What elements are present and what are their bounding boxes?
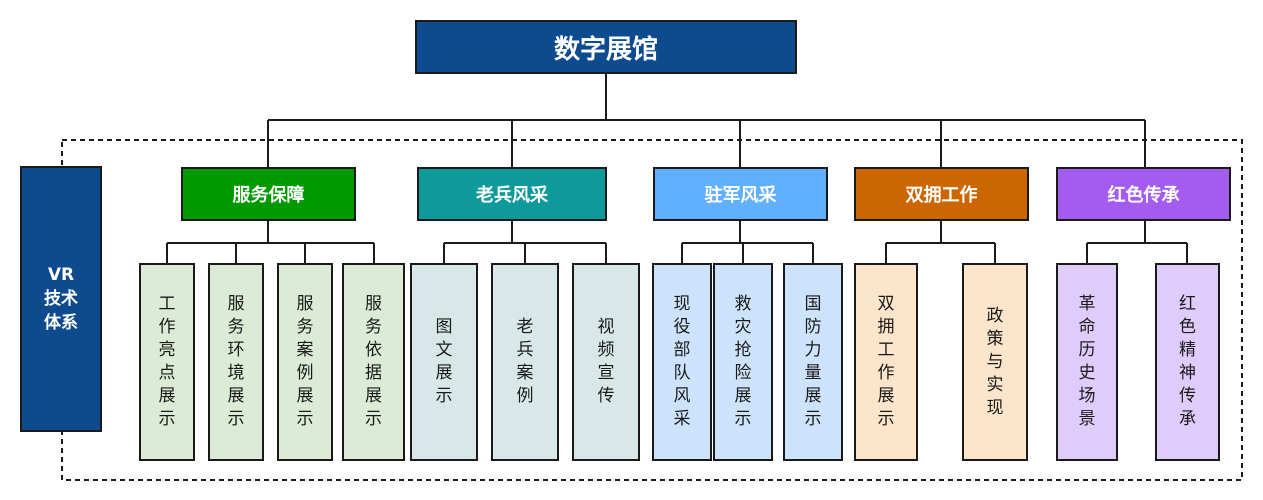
- category-fuwu-baozhang: 服务保障: [181, 167, 356, 221]
- leaf-node: 工作亮点展示: [139, 263, 195, 461]
- leaf-node: 革命历史场景: [1056, 263, 1118, 461]
- dashed-frame: [61, 139, 1243, 481]
- leaf-node: 老兵案例: [491, 263, 559, 461]
- root-connectors: [267, 74, 1146, 167]
- leaf-node: 服务依据展示: [342, 263, 405, 461]
- leaf-label: 红色精神传承: [1179, 294, 1196, 429]
- leaf-label: 革命历史场景: [1078, 294, 1096, 429]
- category-label: 双拥工作: [905, 185, 978, 206]
- leaf-node: 现役部队风采: [652, 263, 712, 461]
- category-hongse-chuancheng: 红色传承: [1056, 167, 1231, 221]
- leaf-node: 服务案例展示: [277, 263, 333, 461]
- leaf-node: 国防力量展示: [783, 263, 843, 461]
- category-zhujun-fengcai: 驻军风采: [653, 167, 828, 221]
- leaf-node: 视频宣传: [572, 263, 640, 461]
- category-label: 老兵风采: [476, 185, 548, 206]
- category-label: 服务保障: [232, 185, 305, 206]
- leaf-node: 双拥工作展示: [854, 263, 918, 461]
- leaf-label: 工作亮点展示: [158, 294, 176, 429]
- leaf-label: 政策与实现: [986, 305, 1004, 418]
- leaf-node: 图文展示: [410, 263, 478, 461]
- leaf-label: 老兵案例: [516, 317, 534, 406]
- root-node: 数字展馆: [415, 20, 797, 74]
- leaf-node: 救灾抢险展示: [713, 263, 773, 461]
- leaf-label: 服务依据展示: [365, 294, 382, 429]
- leaf-label: 视频宣传: [597, 317, 615, 406]
- leaf-node: 政策与实现: [962, 263, 1028, 461]
- leaf-label: 服务案例展示: [296, 294, 314, 429]
- side-label: VR技术体系: [44, 265, 78, 333]
- leaf-label: 国防力量展示: [804, 294, 822, 429]
- category-label: 红色传承: [1107, 185, 1180, 206]
- leaf-node: 服务环境展示: [208, 263, 264, 461]
- leaf-label: 现役部队风采: [673, 294, 691, 429]
- leaf-label: 图文展示: [435, 317, 453, 406]
- root-title: 数字展馆: [553, 34, 658, 65]
- category-connectors: [166, 221, 1188, 263]
- leaf-label: 救灾抢险展示: [734, 294, 752, 429]
- category-shuangyong-gongzuo: 双拥工作: [854, 167, 1029, 221]
- category-laobing-fengcai: 老兵风采: [417, 167, 607, 221]
- leaf-label: 双拥工作展示: [877, 294, 895, 429]
- leaf-label: 服务环境展示: [227, 294, 245, 429]
- side-node: VR技术体系: [20, 166, 102, 432]
- leaf-node: 红色精神传承: [1155, 263, 1220, 461]
- category-label: 驻军风采: [704, 185, 777, 206]
